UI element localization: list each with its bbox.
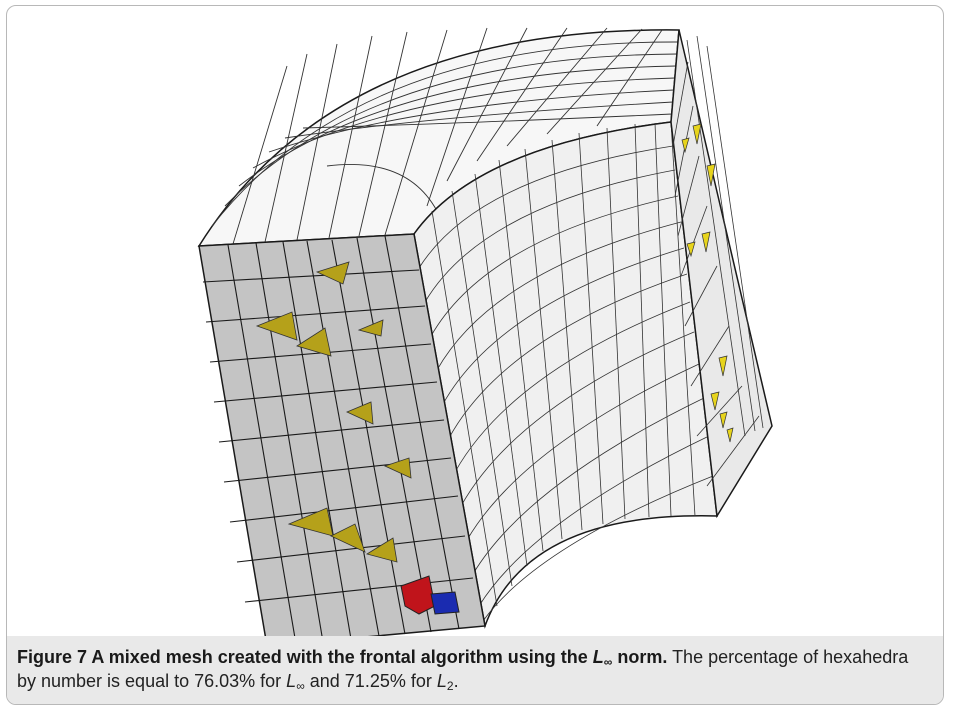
caption-title-end: norm. (617, 647, 668, 667)
top-face-grid (211, 27, 679, 245)
norm-subscript: ∞ (603, 655, 613, 669)
mesh-figure (197, 27, 773, 636)
inner-face-grid (413, 121, 714, 627)
caption-body-end: . (453, 671, 459, 691)
norm-symbol: L (592, 647, 604, 667)
figure-frame: Figure 7 A mixed mesh created with the f… (6, 5, 944, 705)
red-element (400, 575, 436, 615)
linf-symbol: L (286, 671, 297, 691)
caption-title-text: A mixed mesh created with the frontal al… (91, 647, 588, 667)
l2-subscript: 2 (446, 679, 454, 693)
right-face-tetrahedra (681, 123, 734, 443)
caption-body-1: The percentage of hexahedra by number is… (17, 647, 909, 691)
figure-caption: Figure 7 A mixed mesh created with the f… (17, 645, 932, 693)
figure-label: Figure 7 (17, 647, 88, 667)
caption-body-2: and 71.25% for (309, 671, 432, 691)
front-face-tetrahedra (255, 261, 412, 563)
linf-subscript: ∞ (296, 679, 305, 693)
l2-symbol: L (436, 671, 447, 691)
caption-title: Figure 7 A mixed mesh created with the f… (17, 647, 668, 669)
caption-bar: Figure 7 A mixed mesh created with the f… (7, 636, 943, 704)
blue-element (430, 591, 460, 615)
right-face-grid (672, 35, 764, 487)
